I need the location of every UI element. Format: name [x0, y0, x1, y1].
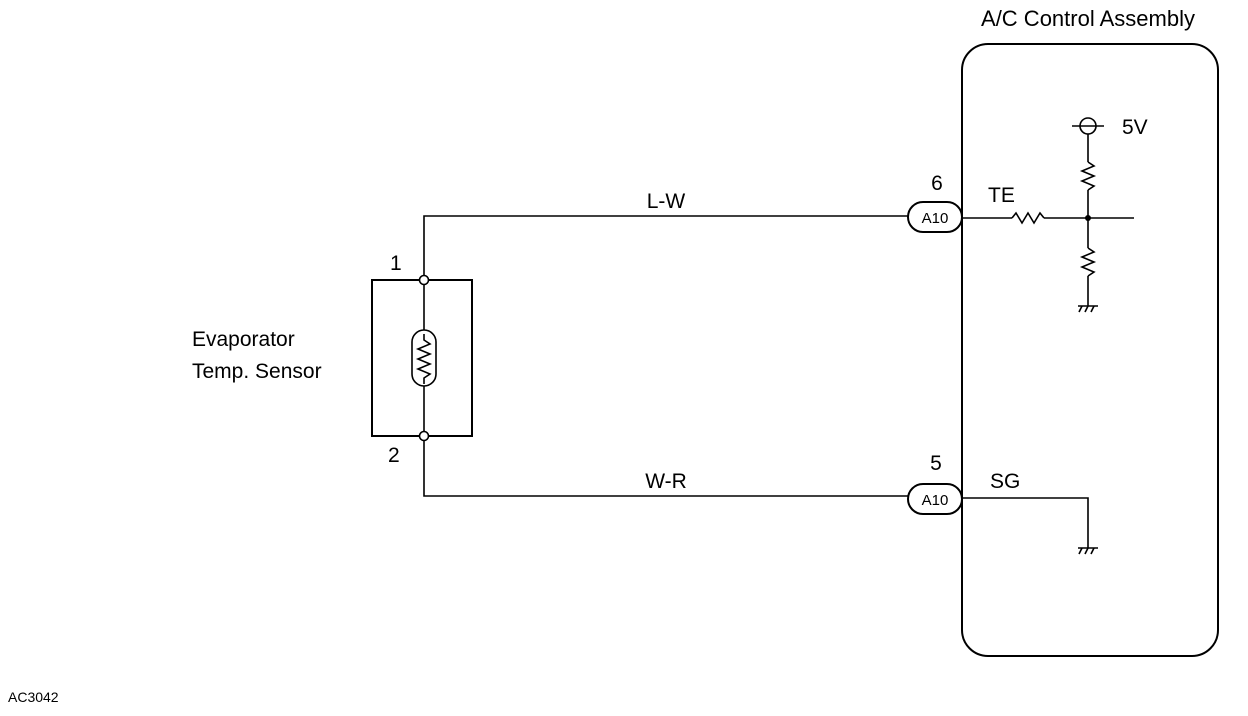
sensor-label-line1: Evaporator — [192, 328, 295, 351]
thermistor-resistor-icon — [415, 334, 433, 384]
sg-wire — [962, 497, 1089, 548]
pulldown-resistor-icon — [1079, 247, 1097, 277]
connector-top-pin: 6 — [931, 172, 943, 195]
connector-a10-bottom — [907, 483, 963, 515]
connector-bottom-pin: 5 — [930, 452, 942, 475]
wire-w-r — [423, 440, 908, 497]
control-assembly-box — [961, 43, 1219, 657]
wire-bottom-label: W-R — [645, 470, 687, 493]
pin-2-terminal — [418, 430, 430, 442]
connector-top-label: A10 — [922, 210, 949, 227]
pin-2-label: 2 — [388, 444, 400, 467]
pullup-resistor-icon — [1079, 161, 1097, 191]
te-resistor-icon — [1011, 211, 1045, 225]
ground-icon-te — [1078, 305, 1098, 313]
ground-icon-sg — [1078, 547, 1098, 555]
thermistor-icon — [411, 329, 437, 387]
terminal-te-label: TE — [988, 184, 1015, 207]
wire-l-w — [423, 215, 908, 276]
sensor-label-line2: Temp. Sensor — [192, 360, 322, 383]
terminal-sg-label: SG — [990, 470, 1020, 493]
pin-1-terminal — [418, 274, 430, 286]
figure-id: AC3042 — [8, 689, 59, 705]
connector-a10-top — [907, 201, 963, 233]
supply-label: 5V — [1122, 116, 1148, 139]
pin-1-label: 1 — [390, 252, 402, 275]
diagram-title: A/C Control Assembly — [981, 6, 1195, 31]
connector-bottom-label: A10 — [922, 492, 949, 509]
wire-top-label: L-W — [647, 190, 686, 213]
